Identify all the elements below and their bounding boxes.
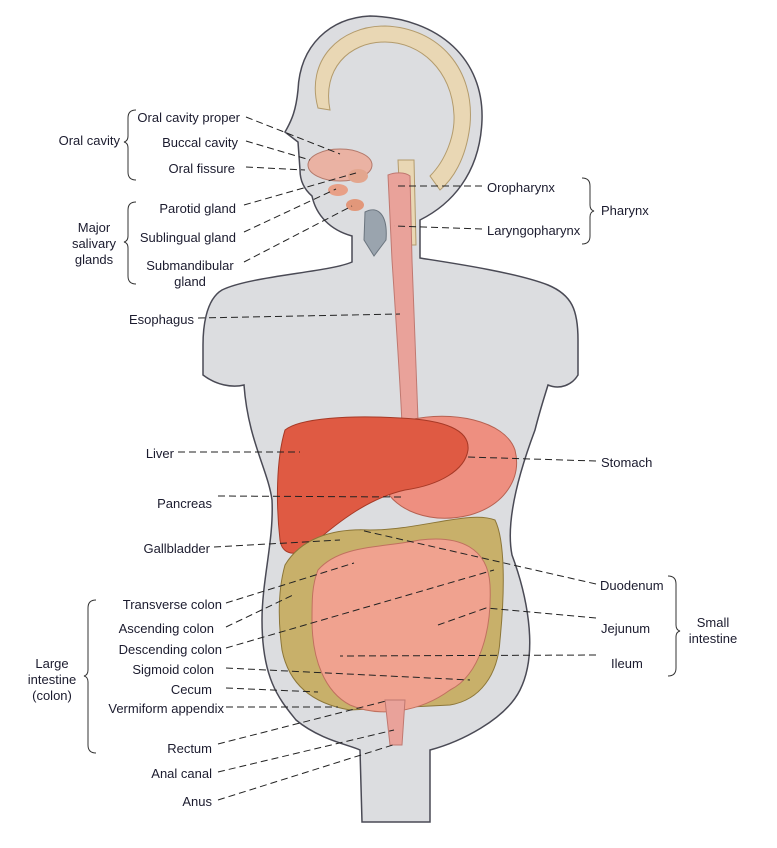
leader-gallbladder	[213, 539, 341, 548]
larynx-shape	[363, 209, 387, 257]
label-descending-colon: Descending colon	[118, 642, 222, 657]
bracket-small-intestine	[667, 575, 681, 677]
leader-pancreas	[217, 495, 403, 498]
rectum-shape	[384, 699, 406, 746]
leader-jejunum	[485, 607, 597, 619]
label-pancreas: Pancreas	[157, 496, 212, 511]
leader-sigmoid-colon	[225, 667, 471, 681]
leader-ileum	[339, 654, 597, 657]
small-intestine-shape	[311, 538, 491, 713]
leader-oral-cavity-proper	[245, 116, 341, 155]
label-buccal-cavity: Buccal cavity	[162, 135, 238, 150]
group-small-intestine-line1: Small	[696, 615, 730, 630]
group-large-intestine-line2: intestine	[27, 672, 77, 687]
leader-rectum	[217, 700, 387, 745]
label-submandibular-line1: Submandibular	[146, 258, 234, 273]
label-parotid-gland: Parotid gland	[159, 201, 236, 216]
bracket-salivary	[123, 201, 137, 285]
leader-anal-canal	[217, 729, 395, 773]
bracket-large-intestine	[83, 599, 97, 754]
label-esophagus: Esophagus	[128, 312, 194, 327]
label-oropharynx: Oropharynx	[487, 180, 555, 195]
group-large-intestine-line1: Large	[35, 656, 69, 671]
brackets	[83, 109, 681, 754]
label-oral-cavity-proper: Oral cavity proper	[137, 110, 240, 125]
leader-descending-colon	[225, 569, 495, 649]
group-large-intestine-line3: (colon)	[32, 688, 72, 703]
group-small-intestine-line2: intestine	[688, 631, 738, 646]
leader-oral-fissure	[245, 166, 306, 171]
esophagus-shape	[387, 172, 419, 425]
leader-duodenum	[359, 529, 597, 585]
label-jejunum: Jejunum	[601, 621, 651, 636]
label-ascending-colon: Ascending colon	[118, 621, 214, 636]
label-cecum: Cecum	[170, 682, 212, 697]
skull-outline	[314, 25, 471, 191]
leader-anus	[217, 743, 397, 801]
label-sigmoid-colon: Sigmoid colon	[132, 662, 214, 677]
group-oral-cavity: Oral cavity	[58, 133, 120, 148]
label-liver: Liver	[145, 446, 174, 461]
group-salivary-line1: Major	[77, 220, 111, 235]
leader-buccal-cavity	[245, 140, 311, 161]
label-rectum: Rectum	[167, 741, 212, 756]
label-oral-fissure: Oral fissure	[168, 161, 235, 176]
bracket-pharynx	[581, 177, 595, 245]
leader-ascending-colon	[225, 594, 294, 628]
bracket-oral-cavity	[123, 109, 137, 181]
label-anal-canal: Anal canal	[151, 766, 212, 781]
leader-submandibular-gland	[243, 205, 353, 263]
parotid-gland-shape	[348, 169, 368, 183]
label-stomach: Stomach	[601, 455, 653, 470]
leader-parotid-gland	[243, 172, 357, 206]
group-salivary-line2: salivary	[71, 236, 117, 251]
label-submandibular-line2: gland	[174, 274, 206, 289]
leader-sublingual-gland	[243, 188, 337, 233]
label-gallbladder: Gallbladder	[143, 541, 211, 556]
label-sublingual-gland: Sublingual gland	[139, 230, 236, 245]
leader-esophagus	[197, 313, 401, 319]
group-pharynx: Pharynx	[601, 203, 649, 218]
group-salivary-line3: glands	[74, 252, 114, 267]
label-vermiform-appendix: Vermiform appendix	[108, 701, 224, 716]
submandibular-gland-shape	[346, 199, 364, 211]
leader-cecum	[225, 687, 319, 693]
label-ileum: Ileum	[611, 656, 643, 671]
label-transverse-colon: Transverse colon	[122, 597, 222, 612]
leader-laryngopharynx	[393, 225, 483, 230]
liver-shape	[276, 416, 469, 554]
label-anus: Anus	[182, 794, 212, 809]
label-laryngopharynx: Laryngopharynx	[487, 223, 581, 238]
leader-transverse-colon	[225, 562, 355, 604]
leader-jejunum-2	[437, 607, 487, 626]
leader-lines	[178, 116, 597, 801]
label-duodenum: Duodenum	[600, 578, 664, 593]
sublingual-gland-shape	[328, 184, 348, 196]
